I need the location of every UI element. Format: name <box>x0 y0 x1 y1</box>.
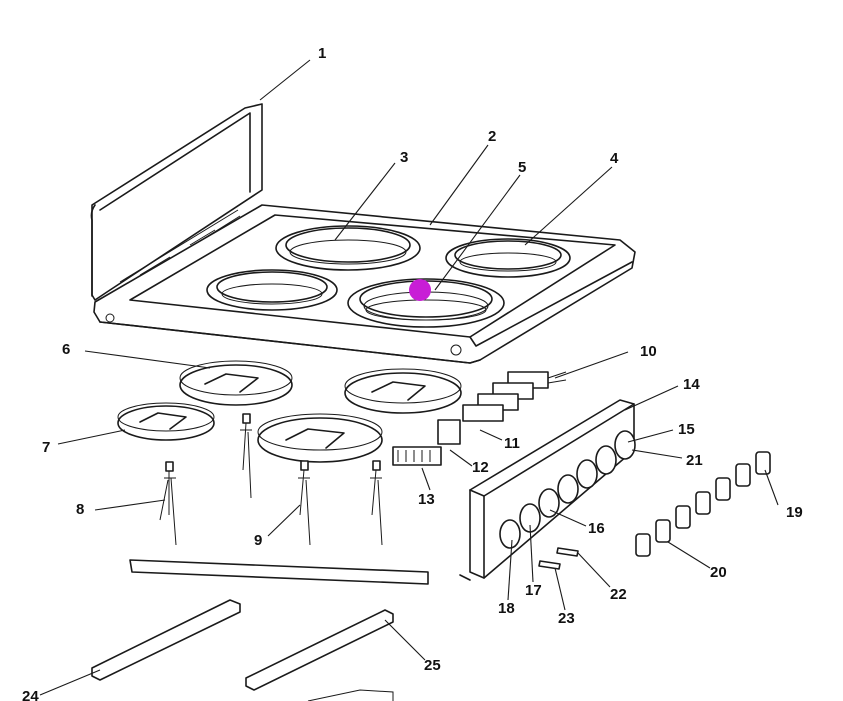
part-label-19: 19 <box>786 504 803 521</box>
connector-wires <box>159 413 383 546</box>
part-label-24: 24 <box>22 688 39 701</box>
part-label-18: 18 <box>498 600 515 617</box>
burner-rear-left <box>275 225 421 271</box>
control-panel <box>459 399 636 581</box>
leader-lines <box>39 59 779 696</box>
part-label-5: 5 <box>518 159 526 176</box>
part-label-20: 20 <box>710 564 727 581</box>
support-rail-top <box>129 559 429 585</box>
part-label-6: 6 <box>62 341 70 358</box>
part-label-4: 4 <box>610 150 619 167</box>
burner-ring-front-left <box>117 402 215 441</box>
control-knobs <box>635 451 771 557</box>
support-rail-left <box>91 599 241 681</box>
part-label-12: 12 <box>472 459 489 476</box>
part-label-8: 8 <box>76 501 84 518</box>
part-label-11: 11 <box>504 435 520 452</box>
screws <box>538 547 579 570</box>
burner-ring-rear-right <box>344 368 462 414</box>
part-label-7: 7 <box>42 439 50 456</box>
burner-front-right <box>347 278 505 328</box>
part-label-21: 21 <box>686 452 703 469</box>
bottom-panel-edge <box>307 689 394 701</box>
part-label-1: 1 <box>318 45 326 62</box>
part-label-17: 17 <box>525 582 542 599</box>
burner-ring-front-right <box>257 413 383 463</box>
part-label-25: 25 <box>424 657 441 674</box>
part-label-3: 3 <box>400 149 408 166</box>
part-labels: 1 2 3 4 5 6 7 8 9 10 11 12 13 14 15 16 1… <box>22 45 803 701</box>
part-label-9: 9 <box>254 532 262 549</box>
part-label-10: 10 <box>640 343 657 360</box>
highlight-marker <box>409 279 431 301</box>
support-rail-right <box>245 609 394 691</box>
part-label-23: 23 <box>558 610 575 627</box>
part-label-15: 15 <box>678 421 695 438</box>
burner-rear-right <box>445 238 571 278</box>
part-label-2: 2 <box>488 128 496 145</box>
burner-ring-rear-left <box>179 360 293 406</box>
burner-front-left <box>206 269 338 311</box>
part-label-14: 14 <box>683 376 700 393</box>
part-label-22: 22 <box>610 586 627 603</box>
part-label-16: 16 <box>588 520 605 537</box>
part-label-13: 13 <box>418 491 435 508</box>
switch-assembly <box>392 371 567 466</box>
